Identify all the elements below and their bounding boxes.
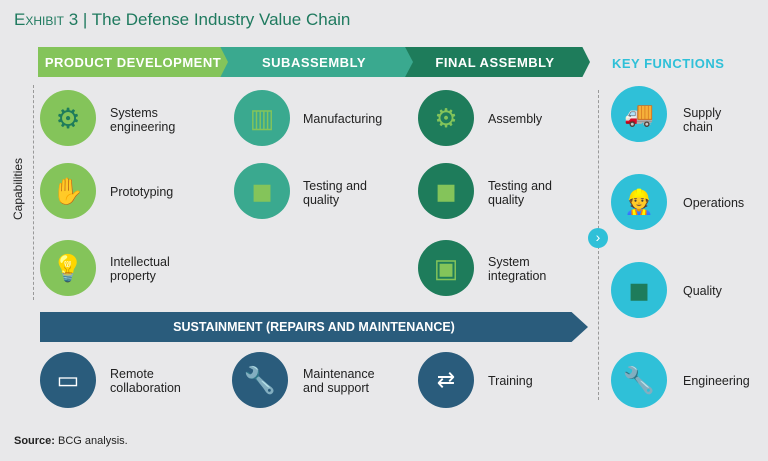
- exhibit-number: Exhibit 3: [14, 10, 79, 29]
- wrench-screwdriver-icon: 🔧: [232, 352, 288, 408]
- factory-icon: ▥: [234, 90, 290, 146]
- bolts-icon: ⚙: [418, 90, 474, 146]
- capabilities-label: Capabilities: [11, 157, 25, 220]
- stage-final-assembly: FINAL ASSEMBLY: [400, 47, 590, 77]
- cube-ruler-icon: ◼: [234, 163, 290, 219]
- cube-ruler-icon: ◼: [418, 163, 474, 219]
- sustainment-remote-collaboration: Remote collaboration: [110, 367, 181, 395]
- capability-manufacturing: Manufacturing: [303, 112, 383, 126]
- cube-icon: ◼: [611, 262, 667, 318]
- capability-system-integration: System integration: [488, 255, 547, 283]
- chip-icon: ▣: [418, 240, 474, 296]
- worker-icon: 👷: [611, 174, 667, 230]
- capability-assembly: Assembly: [488, 112, 543, 126]
- gears-icon: ⚙: [40, 90, 96, 146]
- key-functions-title: KEY FUNCTIONS: [612, 56, 725, 71]
- key-function-supply-chain: Supply chain: [683, 106, 722, 134]
- title-text: The Defense Industry Value Chain: [91, 10, 351, 29]
- sustainment-maintenance-support: Maintenance and support: [303, 367, 375, 395]
- stage-subassembly: SUBASSEMBLY: [215, 47, 413, 77]
- key-function-engineering: Engineering: [683, 374, 750, 388]
- wrench-hand-icon: 🔧: [611, 352, 667, 408]
- capability-prototyping: Prototyping: [110, 185, 174, 199]
- capability-systems-engineering: Systems engineering: [110, 106, 176, 134]
- sustainment-banner: SUSTAINMENT (REPAIRS AND MAINTENANCE): [40, 312, 588, 342]
- key-function-operations: Operations: [683, 196, 745, 210]
- capability-intellectual-property: Intellectual property: [110, 255, 170, 283]
- training-heads-icon: ⇄: [418, 352, 474, 408]
- capabilities-divider: [33, 85, 34, 300]
- capability-testing-quality-final: Testing and quality: [488, 179, 552, 207]
- monitor-person-icon: ▭: [40, 352, 96, 408]
- chevron-right-icon: ›: [588, 228, 608, 248]
- lightbulb-brain-icon: 💡: [40, 240, 96, 296]
- truck-icon: 🚚: [611, 86, 667, 142]
- capability-testing-quality-sub: Testing and quality: [303, 179, 367, 207]
- key-function-quality: Quality: [683, 284, 722, 298]
- page-title: Exhibit 3 | The Defense Industry Value C…: [14, 10, 351, 29]
- plant-hand-icon: ✋: [40, 163, 96, 219]
- stage-product-development: PRODUCT DEVELOPMENT: [38, 47, 228, 77]
- source-note: Source: BCG analysis.: [14, 435, 128, 447]
- sustainment-training: Training: [488, 374, 533, 388]
